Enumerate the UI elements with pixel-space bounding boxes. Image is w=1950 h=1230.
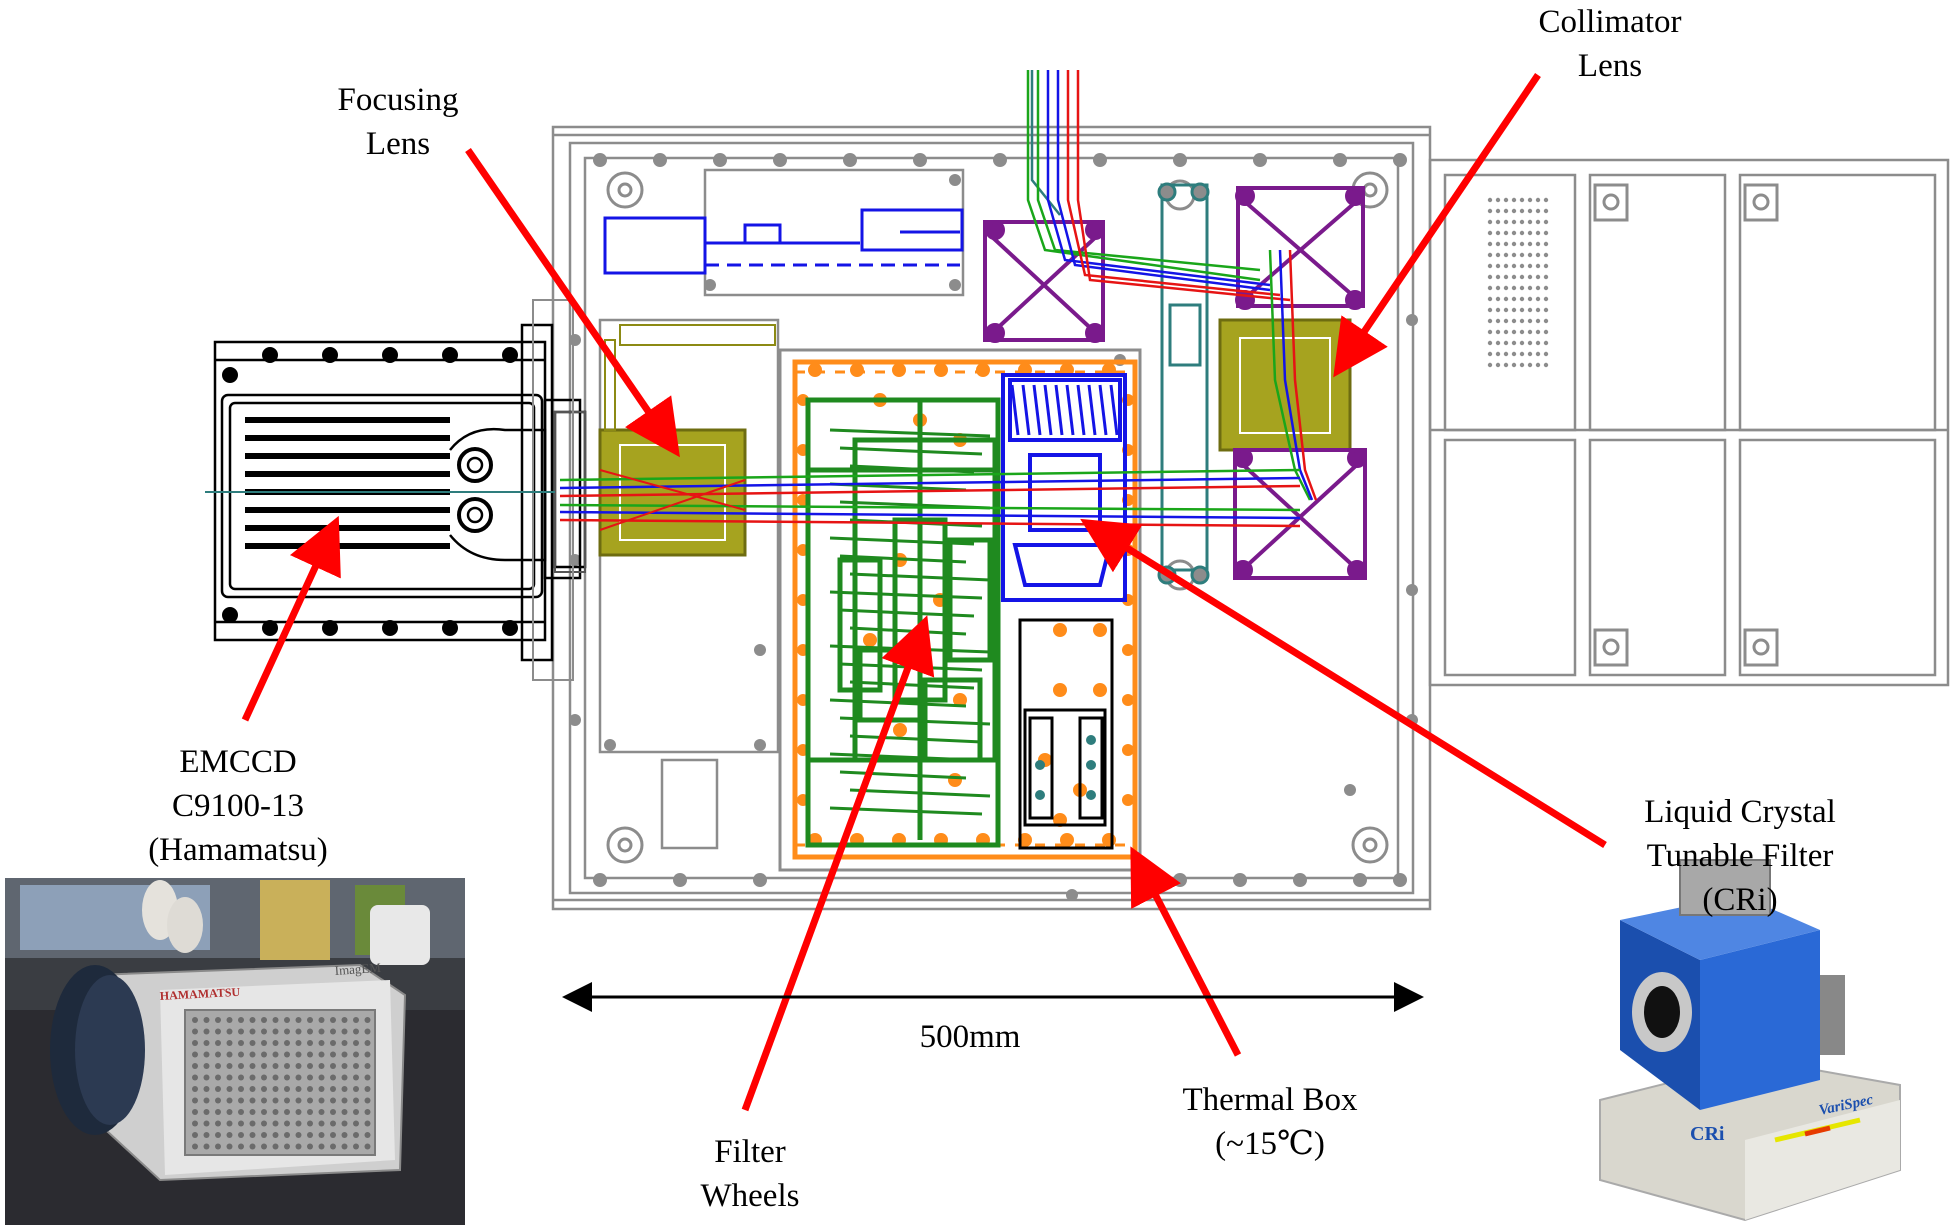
arrow-emccd (241, 515, 341, 722)
dimension-label: 500mm (920, 1019, 1021, 1055)
arrow-collimator-lens (1333, 73, 1541, 378)
arrow-thermal-box (1130, 846, 1242, 1057)
camera-model-mark: ImagEM (334, 960, 382, 978)
instrument-frame (551, 125, 1950, 911)
emccd-camera-photo: HAMAMATSU ImagEM (5, 878, 465, 1225)
label-collimator-lens: Collimator Lens (1538, 4, 1682, 84)
label-filter-wheels: Filter Wheels (700, 1134, 800, 1214)
teal-mount (1157, 182, 1210, 585)
label-thermal-box: Thermal Box (~15℃) (1182, 1082, 1358, 1162)
vent-grille (1487, 197, 1549, 368)
emccd-heat-fins (245, 417, 450, 549)
emccd-bolts (222, 347, 518, 636)
electronics-bolts (1035, 735, 1096, 800)
label-focusing-lens: Focusing Lens (337, 82, 459, 162)
lctf-photo: CRi VariSpec (1599, 859, 1901, 1222)
arrow-lctf (1080, 518, 1607, 848)
optical-beams (205, 70, 1318, 531)
filter-wheels-drawing (805, 397, 1001, 848)
label-lctf: Liquid Crystal Tunable Filter (CRi) (1644, 794, 1836, 918)
lctf-hatching (1010, 384, 1119, 436)
lctf-logo-mark: CRi (1690, 1123, 1725, 1145)
callout-arrows (241, 73, 1607, 1112)
camera-brand-mark: HAMAMATSU (159, 985, 240, 1003)
housing-bolts (1593, 183, 1779, 667)
label-emccd: EMCCD C9100-13 (Hamamatsu) (148, 744, 328, 868)
arrow-focusing-lens (465, 148, 680, 458)
arrow-filter-wheels (741, 615, 935, 1112)
electronics-box (1018, 618, 1114, 850)
top-rail-assembly (603, 208, 964, 275)
